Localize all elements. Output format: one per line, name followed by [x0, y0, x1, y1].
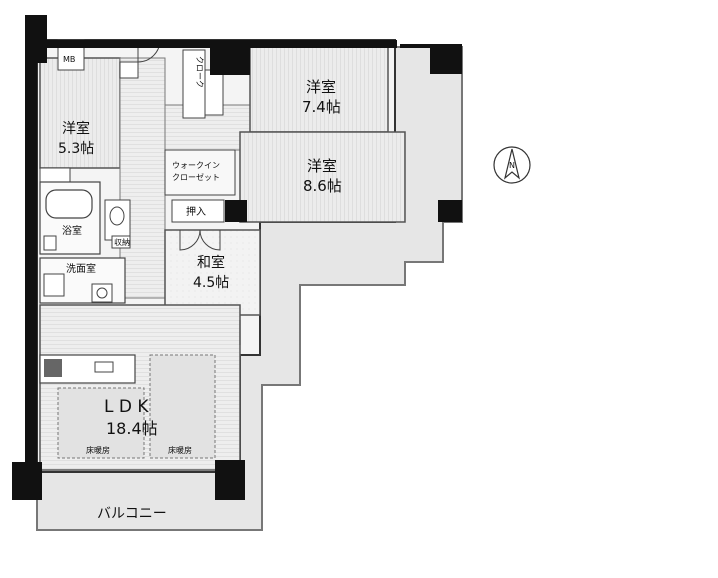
japanese-room-name: 和室 [197, 254, 225, 271]
bath-label: 浴室 [62, 224, 82, 237]
western-room-b-size: 7.4帖 [302, 98, 341, 116]
western-room-a-name: 洋室 [62, 120, 90, 137]
oshiire-label: 押入 [186, 205, 206, 218]
western-room-c-name: 洋室 [307, 157, 337, 175]
storage-label: 収納 [114, 237, 130, 247]
ldk-room: L D K 18.4帖 床暖房 床暖房 [39, 304, 241, 471]
walk-in-closet: ウォークイン クローゼット [164, 149, 236, 196]
mb-label: MB [63, 55, 75, 64]
structural-columns [12, 15, 462, 500]
walk-in-closet-label-1: ウォークイン [172, 161, 220, 170]
floor-heating-left-label: 床暖房 [86, 445, 110, 455]
entrance-door [119, 39, 161, 79]
western-room-a-size: 5.3帖 [58, 141, 94, 157]
floor-heating-right-label: 床暖房 [168, 445, 192, 455]
japanese-room: 和室 4.5帖 [164, 229, 261, 316]
closet-label: クローク [195, 56, 204, 88]
western-room-b-name: 洋室 [306, 78, 336, 96]
washroom: 洗面室 [39, 257, 126, 304]
compass-letter: N [509, 161, 515, 170]
bathroom: 浴室 [39, 181, 101, 255]
balcony-label: バルコニー [97, 506, 167, 522]
western-room-b: 洋室 7.4帖 [249, 46, 389, 133]
western-room-a: 洋室 5.3帖 [39, 57, 121, 169]
ldk-size: 18.4帖 [106, 419, 158, 438]
ldk-name: L D K [104, 397, 149, 417]
walk-in-closet-label-2: クローゼット [172, 172, 220, 182]
closet: クローク [182, 49, 224, 119]
western-room-c: 洋室 8.6帖 [239, 131, 406, 223]
compass-icon: N [493, 146, 531, 184]
oshiire: 押入 [171, 199, 225, 223]
washroom-label: 洗面室 [66, 262, 96, 275]
japanese-room-size: 4.5帖 [193, 275, 229, 291]
western-room-c-size: 8.6帖 [303, 177, 342, 195]
